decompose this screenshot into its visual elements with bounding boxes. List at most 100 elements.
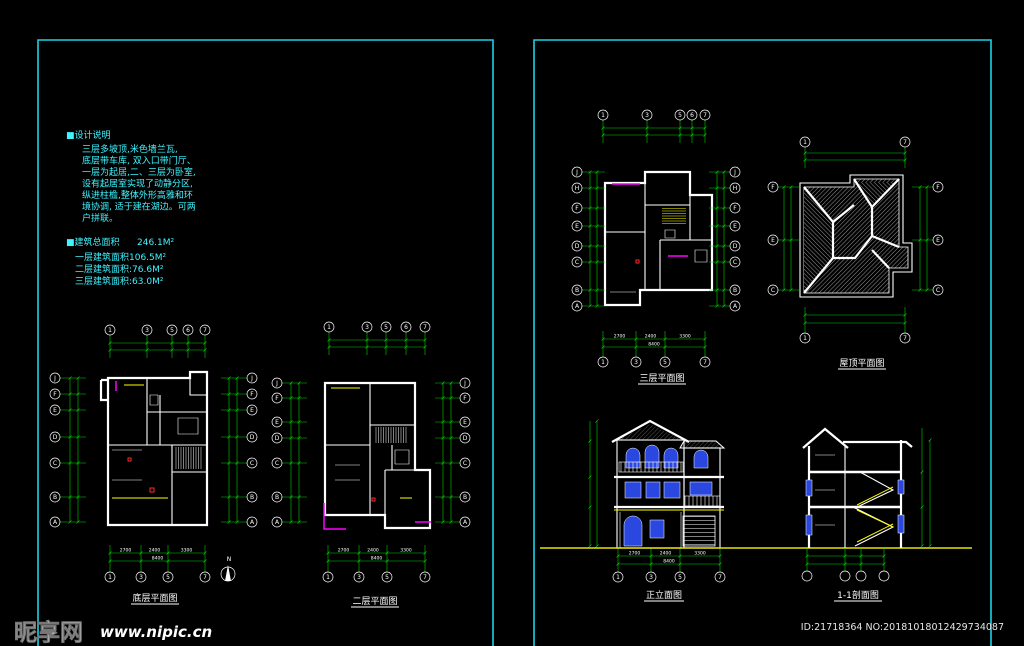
dimension-tick — [449, 520, 453, 524]
dimension-tick — [595, 186, 599, 190]
dimension-tick — [588, 170, 592, 174]
axis-bubble-label: E — [771, 237, 775, 244]
axis-bubble-label: B — [733, 287, 737, 294]
axis-bubble-label: 5 — [384, 324, 388, 331]
axis-bubble-label: A — [733, 303, 738, 310]
dimension-tick — [715, 304, 719, 308]
dimension-tick — [903, 313, 907, 317]
dimension-tick — [68, 376, 72, 380]
dimension-tick — [235, 408, 239, 412]
dimension-tick — [595, 224, 599, 228]
roof-hip-lines — [803, 178, 900, 294]
axis-bubble-label: 6 — [690, 112, 694, 119]
axis-bubble — [729, 256, 741, 268]
dimension-tick — [76, 435, 80, 439]
axis-bubble-label: 7 — [203, 574, 207, 581]
area-total: 246.1M² — [137, 238, 175, 248]
dimension-tick — [449, 381, 453, 385]
axis-bubble — [674, 109, 686, 121]
axis-bubble — [380, 321, 392, 333]
dimension-tick — [588, 288, 592, 292]
axis-bubble-label: J — [250, 375, 253, 382]
axis-bubble-label: 3 — [365, 324, 369, 331]
dimension-tick — [108, 348, 112, 352]
dimension-tick — [843, 562, 847, 566]
dimension-tick — [722, 206, 726, 210]
axis-bubble — [322, 571, 334, 583]
dimension-tick — [918, 288, 922, 292]
axis-bubble-label: D — [575, 243, 580, 250]
dimension-tick — [882, 562, 886, 566]
dimension-tick — [805, 554, 809, 558]
dimension-tick — [289, 436, 293, 440]
window-cut — [805, 514, 813, 536]
dimension-tick — [601, 126, 605, 130]
axis-bubble-label: 1 — [601, 112, 605, 119]
dimension-tick — [722, 304, 726, 308]
dimension-tick — [227, 408, 231, 412]
height-dimensions — [920, 428, 932, 548]
section-1-1: 1-1剖面图 — [801, 427, 932, 602]
dimension-tick — [235, 495, 239, 499]
axis-bubble — [699, 356, 711, 368]
axis-bubble — [381, 571, 393, 583]
axis-bubble — [932, 284, 944, 296]
axis-bubble-label: A — [275, 519, 280, 526]
dimension-tick — [882, 554, 886, 558]
axis-bubble-label: A — [463, 519, 468, 526]
dimension-tick — [365, 338, 369, 342]
dimension-tick — [843, 554, 847, 558]
axis-bubble-label: D — [53, 434, 58, 441]
gable-roof-surface — [618, 424, 682, 440]
dimension-text: 3300 — [400, 548, 412, 554]
axis-bubble — [104, 571, 116, 583]
axis-bubble — [271, 491, 283, 503]
dimension-text: 2700 — [338, 548, 350, 554]
dimension-tick — [782, 238, 786, 242]
axis-bubble-label: 7 — [423, 574, 427, 581]
dimension-tick — [441, 461, 445, 465]
axis-bubble-label: A — [53, 519, 58, 526]
axis-bubble — [899, 332, 911, 344]
dimension-tick — [903, 151, 907, 155]
axis-bubble — [353, 571, 365, 583]
dimension-tick — [663, 337, 667, 341]
dimension-tick — [423, 345, 427, 349]
dimension-tick — [588, 186, 592, 190]
dimension-tick — [423, 338, 427, 342]
dimension-tick — [68, 435, 72, 439]
axis-bubble — [323, 321, 335, 333]
dimension-tick — [715, 260, 719, 264]
dimension-tick — [803, 158, 807, 162]
dimension-tick — [588, 244, 592, 248]
dimension-tick — [108, 559, 112, 563]
axis-bubble — [729, 202, 741, 214]
axis-bubble-label: F — [53, 391, 57, 398]
dimension-tick — [803, 151, 807, 155]
dimension-tick — [903, 158, 907, 162]
axis-bubble — [459, 416, 471, 428]
axis-bubble — [729, 182, 741, 194]
axis-bubble-label: 3 — [645, 112, 649, 119]
axis-bubble-label: C — [463, 460, 467, 467]
dimension-tick — [384, 338, 388, 342]
dimension-tick — [663, 345, 667, 349]
dimension-tick — [289, 420, 293, 424]
axis-bubble — [271, 457, 283, 469]
dimension-tick — [227, 461, 231, 465]
dimension-tick — [715, 186, 719, 190]
notes-line: 户拼联。 — [82, 212, 118, 224]
north-label: N — [227, 556, 232, 563]
axis-bubble-label: E — [463, 419, 467, 426]
entry-door — [623, 515, 643, 547]
dimension-tick — [634, 337, 638, 341]
dimension-tick — [235, 376, 239, 380]
dimension-tick — [601, 337, 605, 341]
axis-bubble — [799, 332, 811, 344]
dimension-tick — [68, 392, 72, 396]
dimension-tick — [385, 551, 389, 555]
axis-bubble — [199, 324, 211, 336]
